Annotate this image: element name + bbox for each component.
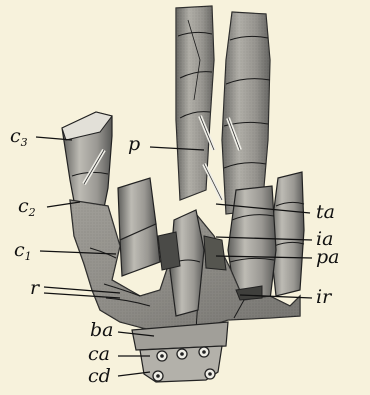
label-c1: c1 bbox=[14, 239, 32, 263]
label-ca: ca bbox=[88, 343, 110, 365]
arm-c2 bbox=[118, 178, 160, 276]
label-c3: c3 bbox=[10, 125, 28, 149]
svg-text:c3: c3 bbox=[10, 125, 28, 149]
label-ta: ta bbox=[316, 201, 335, 223]
svg-text:c2: c2 bbox=[18, 195, 36, 219]
central-arm-right bbox=[222, 12, 270, 214]
label-cd: cd bbox=[88, 365, 111, 387]
label-ba: ba bbox=[90, 319, 114, 341]
label-r: r bbox=[30, 277, 41, 299]
label-pa: pa bbox=[316, 246, 340, 268]
svg-text:c1: c1 bbox=[14, 239, 32, 263]
arm-c3 bbox=[62, 112, 112, 212]
label-p: p bbox=[128, 133, 140, 155]
label-c2: c2 bbox=[18, 195, 36, 219]
label-ir: ir bbox=[316, 286, 333, 308]
